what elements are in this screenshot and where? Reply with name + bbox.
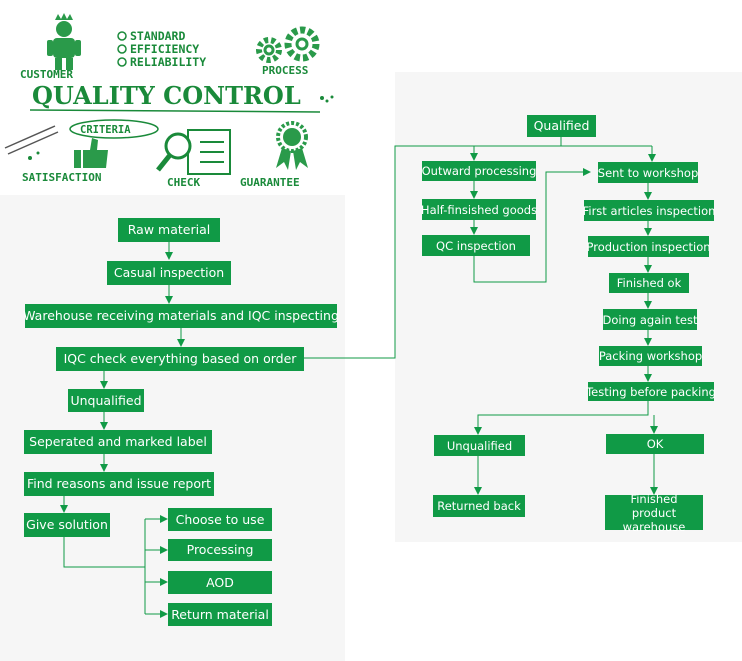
separated-label-node: Seperated and marked label xyxy=(24,430,212,454)
ok-node: OK xyxy=(606,434,704,454)
efficiency-label: EFFICIENCY xyxy=(130,42,199,56)
satisfaction-label: SATISFACTION xyxy=(22,171,101,184)
standard-label: STANDARD xyxy=(130,29,185,43)
packing-workshop-node: Packing workshop xyxy=(599,346,702,366)
process-label: PROCESS xyxy=(262,64,308,77)
outward-processing-node: Outward processing xyxy=(422,161,536,181)
criteria-label: CRITERIA xyxy=(80,124,131,136)
right-panel xyxy=(395,72,742,542)
warehouse-iqc-node: Warehouse receiving materials and IQC in… xyxy=(23,304,339,328)
give-solution-node: Give solution xyxy=(24,513,110,537)
aod-node: AOD xyxy=(168,571,272,594)
doing-again-test-node: Doing again test xyxy=(603,309,697,330)
return-material-node: Return material xyxy=(168,603,272,626)
find-reasons-node: Find reasons and issue report xyxy=(24,472,214,496)
unqualified-left-node: Unqualified xyxy=(68,389,144,412)
raw-material-node: Raw material xyxy=(118,218,220,242)
customer-icon xyxy=(47,13,81,70)
quality-control-illustration: CUSTOMER STANDARD EFFICIENCY RELIABILITY… xyxy=(4,13,334,189)
customer-label: CUSTOMER xyxy=(20,68,73,81)
thumbs-up-icon xyxy=(74,138,108,168)
half-finished-goods-node: Half-finsished goods xyxy=(421,199,537,220)
casual-inspection-node: Casual inspection xyxy=(107,261,231,285)
guarantee-badge-icon xyxy=(276,121,308,170)
check-label: CHECK xyxy=(167,176,200,189)
production-inspection-node: Production inspection xyxy=(586,236,711,257)
qc-inspection-node: QC inspection xyxy=(422,235,530,256)
iqc-check-node: IQC check everything based on order xyxy=(56,347,304,371)
gears-icon xyxy=(256,26,320,63)
quality-control-title: QUALITY CONTROL xyxy=(32,81,301,110)
choose-to-use-node: Choose to use xyxy=(168,508,272,531)
returned-back-node: Returned back xyxy=(433,495,525,517)
qualified-node: Qualified xyxy=(527,115,596,137)
unqualified-right-node: Unqualified xyxy=(434,435,525,456)
reliability-label: RELIABILITY xyxy=(130,55,206,69)
check-icon xyxy=(156,129,231,175)
finished-product-warehouse-node: Finished product warehouse xyxy=(605,492,703,534)
processing-node: Processing xyxy=(168,539,272,561)
pen-icon xyxy=(4,125,59,155)
testing-before-packing-node: Testing before packing xyxy=(586,382,716,401)
guarantee-label: GUARANTEE xyxy=(240,176,300,189)
first-articles-inspection-node: First articles inspection xyxy=(583,200,715,221)
sent-to-workshop-node: Sent to workshop xyxy=(598,162,698,183)
finished-ok-node: Finished ok xyxy=(609,273,689,293)
